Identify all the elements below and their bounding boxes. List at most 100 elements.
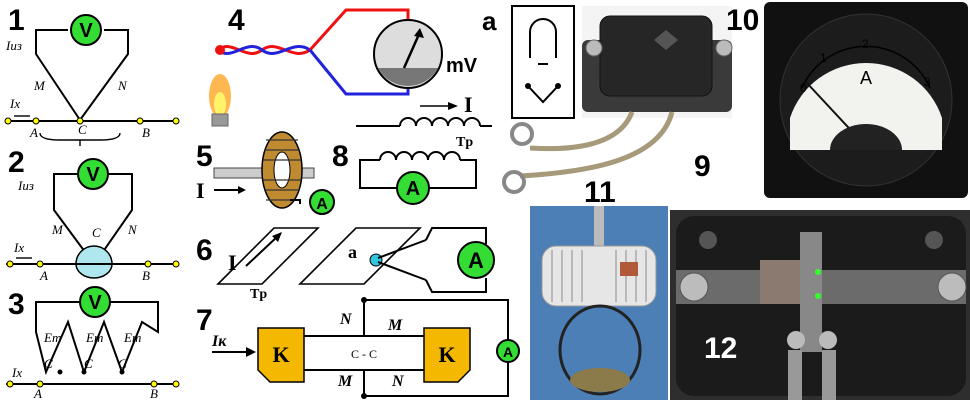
p3-junction-3 [119,369,125,375]
p1-point-b [136,117,144,125]
p7-k-right-label: K [438,342,455,367]
flame-core-icon [214,92,226,116]
terminal-screw-right-icon [937,272,967,302]
p3-ix-label: Ix [11,365,22,380]
p5-ammeter-label: A [316,196,328,213]
p6-wire-bottom [425,278,487,293]
p6-plate-right [298,227,422,285]
lamp-label-patch [620,262,638,276]
photo-a-letter: a [482,6,497,36]
p8-tp-label: Tp [456,135,473,150]
p7-current-label: Iк [211,333,227,350]
center-post [800,232,822,352]
photo-a-frame [511,5,575,119]
p6-a-label: a [348,242,357,262]
p4-junction [215,45,225,55]
p5-toroid-hole [273,151,291,189]
p3-voltmeter-label: V [88,292,102,314]
thermo-symbol-arc-icon [529,18,557,58]
p2-ix-label: Ix [13,240,24,255]
p7-cc-label: C - C [351,347,377,361]
p1-wire-m [35,29,81,121]
p1-end-left [4,117,12,125]
p2-c-label: C [92,225,101,240]
p4-meter-needle [402,31,422,69]
meter-dial [790,62,942,150]
lamp-stem [594,206,604,246]
p1-wire-n [79,29,129,121]
p8-primary-coil [399,117,481,127]
panel-7-number: 7 [196,304,213,337]
meter-scale-1: 1 [820,51,827,65]
p7-ammeter [496,339,520,363]
p1-current-iz-label: Iиз [5,38,22,53]
p2-b-label: B [142,268,150,283]
p8-secondary-right [430,159,477,189]
p2-m-label: M [51,222,64,237]
p8-ammeter-label: A [406,178,420,200]
p6-ammeter-label: A [468,248,484,273]
contact-dot-1 [815,269,821,275]
panel-6-number: 6 [196,234,213,267]
photo-10-number: 10 [726,4,759,37]
p1-voltmeter [70,14,102,46]
panel-4-number: 4 [228,4,245,37]
panel-6: 6 I Tp a A [196,227,495,302]
p5-windings [263,139,301,201]
p5-current-label: I [196,178,205,203]
photo-11-lamp: 11 [530,176,668,400]
photo-12-number: 12 [704,332,737,365]
p1-ix-label: Ix [9,96,20,111]
panel-1: 1 V Iиз M N Ix A C B [4,4,180,146]
p3-c3-label: C [118,356,127,371]
p5-ammeter [309,189,335,215]
device-cover [599,15,713,97]
p3-thermopile [35,301,159,376]
thermo-symbol-v-icon [527,85,559,104]
p2-wire-m [53,173,89,257]
p3-et2-label: Eт [85,330,103,345]
burner-icon [211,113,229,127]
p4-meter-unit: mV [446,55,478,77]
lead-pin-2 [822,350,836,400]
terminal-screw-left-icon [679,272,709,302]
lead-screw-icon [787,331,805,349]
insulator-block [760,260,802,304]
p3-c2-label: C [84,356,93,371]
p3-b-label: B [150,386,158,400]
p7-wire-top [364,299,509,340]
device-screw-left-icon [585,39,603,57]
p4-meter-bottom [378,68,438,86]
p7-m-top-label: M [387,317,403,334]
p1-end-right [172,117,180,125]
p3-point-a [36,380,44,388]
p7-n-top-label: N [339,311,353,328]
lamp-bulb [558,304,642,396]
device-lead-1 [529,110,635,152]
p2-end-left [6,260,14,268]
mount-hole-icon-2 [925,231,943,249]
p6-lead-bottom [377,261,427,281]
photo-9-device: 9 [502,6,733,194]
p3-et3-label: Eт [123,330,141,345]
p7-block-left [257,327,305,383]
device-lead-2 [519,111,675,179]
p4-blue-twist [217,45,311,55]
p8-secondary-coil [379,151,461,161]
p1-point-c [76,117,84,125]
lug-terminal-icon-2 [502,170,526,194]
panel-4: 4 mV [209,4,478,127]
p1-a-label: A [29,125,38,140]
p7-block-right [423,327,471,383]
p5-lead [290,199,301,204]
p2-current-iz-label: Iиз [17,178,34,193]
p8-current-label: I [464,92,473,117]
p3-a-label: A [33,386,42,400]
p6-wire-top [425,227,487,244]
panel-2-number: 2 [8,146,25,179]
p4-needle-arrow [414,28,424,38]
panel-8: 8 I Tp A [332,92,492,205]
p3-voltmeter [79,286,111,318]
p2-weld-ball [75,245,113,279]
p7-m-bottom-label: M [337,373,353,390]
